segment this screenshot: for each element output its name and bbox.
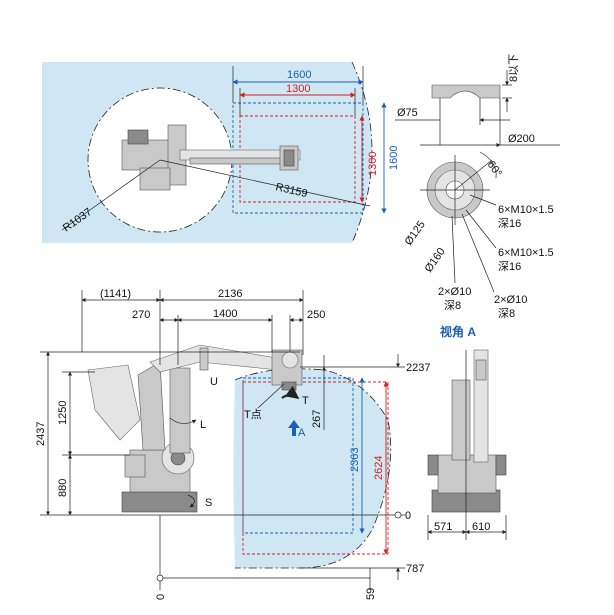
axis-l-arrow-icon [169,417,197,424]
axis-u-label: U [210,376,218,388]
axis-l-label: L [200,419,206,431]
dim-angle-60: 60° [485,159,504,180]
dim-2437: 2437 [35,422,47,446]
hole-spec-3-line1: 2×Ø10 [438,286,471,298]
hole-spec-1-line1: 6×M10×1.5 [498,204,554,216]
dim-2624: 2624 [373,456,385,480]
dim-1250: 1250 [57,401,69,425]
front-view: 571 610 [427,349,507,540]
dim-270: 270 [132,309,150,321]
hole-spec-4-line2: 深8 [498,307,515,320]
dim-0-bottom: 0 [155,594,167,600]
view-a-arrow-label: A [298,427,306,439]
dim-1300-vertical: 1300 [367,152,379,176]
dim-d125: Ø125 [403,219,428,248]
hole-spec-2-line1: 6×M10×1.5 [498,247,554,259]
dim-571: 571 [434,521,452,533]
dim-1400: 1400 [213,308,237,320]
view-a-label: 视角 A [440,324,476,339]
dim-8-below: 8以下 [508,54,520,82]
dim-787: 787 [406,563,424,575]
robot-top-view [121,124,301,191]
hole-spec-3-line2: 深8 [444,299,461,312]
dim-1600-horizontal: 1600 [287,69,311,81]
dim-d75: Ø75 [397,107,418,119]
robot-front-view [427,349,507,513]
side-view: (1141) 2136 270 1400 250 2437 1250 880 2… [35,288,430,600]
hole-spec-1-line2: 深16 [498,217,521,230]
view-a-arrow-icon [288,420,300,436]
hole-spec-2-line2: 深16 [498,260,521,273]
red-area-top [239,115,356,203]
dim-d200: Ø200 [508,133,535,145]
dim-2363: 2363 [349,448,361,472]
dim-d160: Ø160 [423,246,448,275]
dim-880: 880 [57,479,69,497]
axis-s-arrow-icon [187,494,195,508]
dim-2136: 2136 [218,288,242,300]
dim-610: 610 [472,521,490,533]
robot-side-view [87,344,303,513]
dim-1141: (1141) [100,288,131,300]
hole-spec-4-line1: 2×Ø10 [494,294,527,306]
axis-t-label: T [302,395,309,407]
top-view: 1600 1300 1300 1600 R3159 R1037 [42,61,400,244]
dim-267: 267 [311,410,323,428]
t-point-label: T点 [244,408,262,421]
dim-1300-horizontal: 1300 [286,83,310,95]
dim-250: 250 [307,309,325,321]
dim-0-right: 0 [405,510,411,522]
dim-2237: 2237 [406,362,430,374]
side-view-envelope [233,368,391,568]
axis-s-label: S [205,497,212,509]
axis-t-arrow-icon [281,385,300,399]
dim-59: 59 [365,588,377,600]
flange-detail: 8以下 Ø75 Ø200 60° Ø125 Ø160 6×M10×1.5 深16… [395,54,560,339]
dim-1600-vertical: 1600 [388,146,400,170]
